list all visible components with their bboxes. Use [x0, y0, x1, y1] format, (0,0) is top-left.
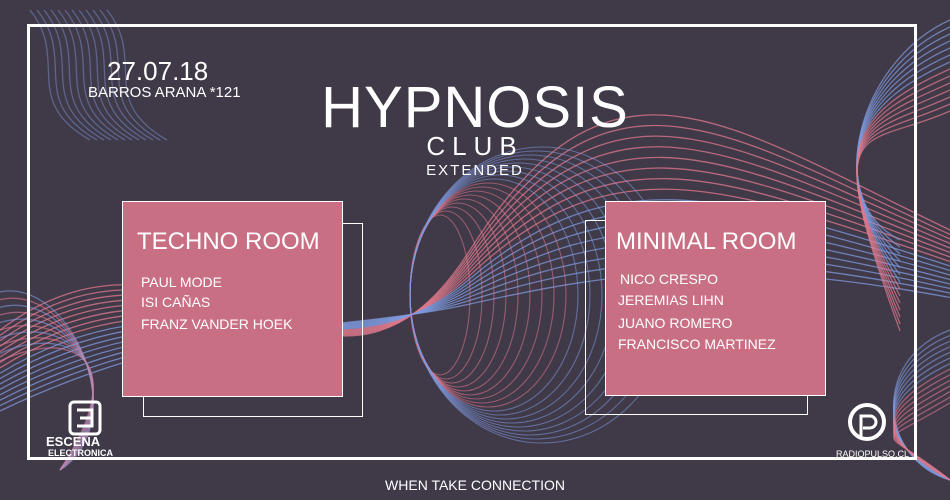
event-address: BARROS ARANA *121 [88, 84, 241, 101]
artist-name: PAUL MODE [141, 274, 222, 290]
wave-line [71, 9, 133, 141]
event-title: HYPNOSIS [321, 75, 629, 140]
artist-name: NICO CRESPO [620, 271, 719, 287]
radiopulso-logo: RADIOPULSO.CL [832, 402, 909, 462]
artist-name: JUANO ROMERO [618, 315, 733, 331]
techno-room-card: TECHNO ROOM PAUL MODE ISI CAÑAS FRANZ VA… [122, 201, 343, 397]
wave-line [106, 9, 168, 141]
artist-name: FRANCISCO MARTINEZ [618, 336, 776, 352]
radiopulso-logo-icon [848, 403, 886, 441]
artist-name: FRANZ VANDER HOEK [141, 316, 293, 332]
wave-line [893, 402, 950, 481]
artist-name: JEREMIAS LIHN [618, 292, 724, 308]
wave-line [856, 75, 950, 297]
wave-line [43, 9, 105, 141]
wave-line [99, 9, 161, 141]
minimal-room-card: MINIMAL ROOM NICO CRESPO JEREMIAS LIHN J… [605, 201, 826, 396]
wave-line [50, 9, 112, 141]
logo-line2: ELECTRONICA [48, 448, 113, 458]
escena-logo-icon [68, 400, 102, 436]
room-title: MINIMAL ROOM [616, 228, 797, 255]
wave-line [85, 9, 147, 141]
wave-line [92, 9, 154, 141]
wave-line [36, 9, 98, 141]
logo-text: RADIOPULSO.CL [836, 449, 910, 459]
wave-line [57, 9, 119, 141]
wave-line [78, 9, 140, 141]
event-date: 27.07.18 [107, 56, 209, 86]
event-subtitle: CLUB [426, 131, 524, 161]
tagline: WHEN TAKE CONNECTION [385, 477, 565, 493]
artist-name: ISI CAÑAS [141, 294, 211, 310]
wave-line [29, 9, 91, 141]
escena-electronica-logo: ESCENA ELECTRONICA [46, 398, 126, 458]
wave-line [64, 9, 126, 141]
room-title: TECHNO ROOM [137, 228, 320, 255]
wave-line [856, 96, 950, 318]
event-edition: EXTENDED [426, 162, 524, 179]
logo-line1: ESCENA [46, 434, 101, 449]
outer-frame [27, 24, 917, 460]
